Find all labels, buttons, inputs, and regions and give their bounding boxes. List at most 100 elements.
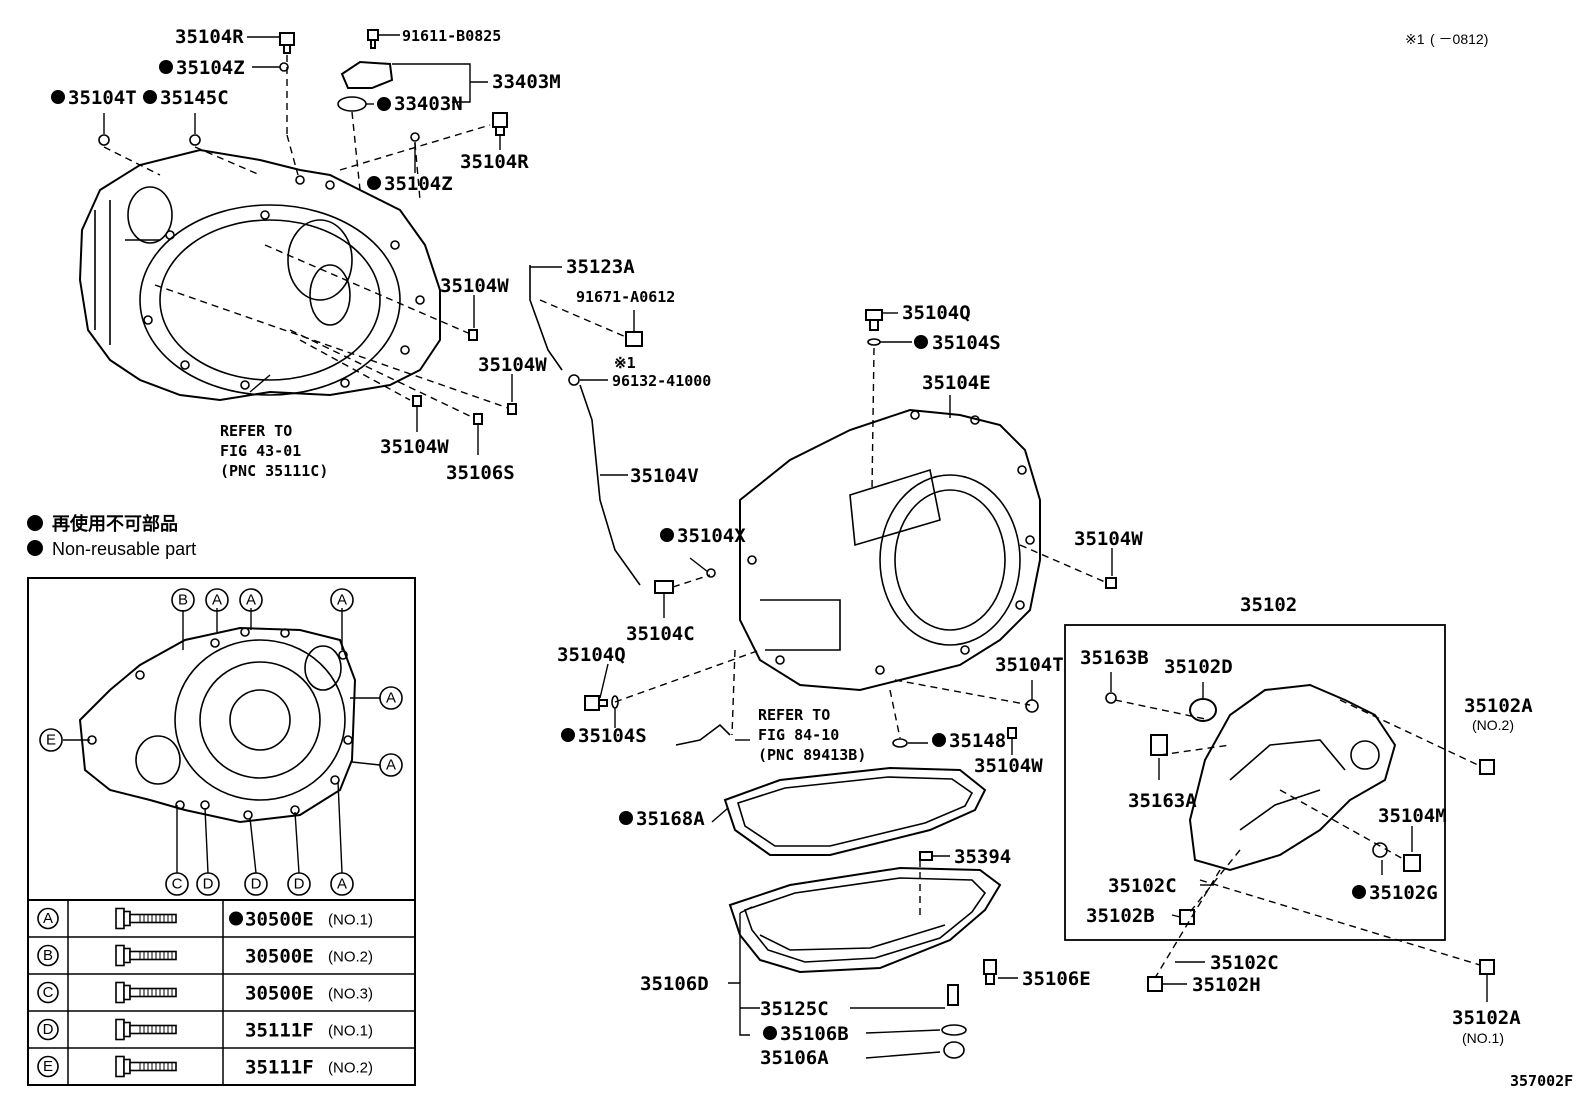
label-35104Q-left: 35104Q (557, 644, 626, 666)
refer-84-line3: (PNC 89413B) (758, 746, 866, 764)
label-35163A: 35163A (1128, 790, 1197, 812)
bolt-part-suffix: (NO.1) (328, 1023, 373, 1040)
inset-letter: B (178, 592, 188, 609)
inset-marker-C (165, 872, 189, 896)
inset-letter: D (294, 876, 305, 893)
inset-marker-A (379, 753, 403, 777)
bolt-part-number: 30500E (245, 909, 314, 931)
inset-marker-D (196, 872, 220, 896)
label-35102C-1: 35102C (1108, 875, 1177, 897)
non-reusable-dot (229, 911, 243, 926)
inset-letter: A (386, 757, 396, 774)
non-reusable-dot (932, 733, 946, 747)
bolt-table-row: C 30500E (NO.3) (28, 973, 415, 1005)
inset-marker-A (239, 588, 263, 612)
header-note-range: ( －0812) (1430, 31, 1488, 47)
label-91671: 91671-A0612 (576, 288, 675, 306)
bolt-table-row: B 30500E (NO.2) (28, 936, 415, 968)
inset-marker-B (171, 588, 195, 612)
label-35106B: 35106B (780, 1023, 849, 1045)
label-35102C-2: 35102C (1210, 952, 1279, 974)
inset-marker-A (205, 588, 229, 612)
label-35163B: 35163B (1080, 647, 1149, 669)
label-35104C: 35104C (626, 623, 695, 645)
non-reusable-dot (619, 811, 633, 825)
label-35102D: 35102D (1164, 656, 1233, 678)
label-35104R-right: 35104R (460, 151, 529, 173)
legend: 再使用不可部品 Non-reusable part (27, 513, 196, 559)
bolt-part-suffix: (NO.2) (328, 949, 373, 966)
label-35102G: 35102G (1369, 882, 1438, 904)
label-35102H: 35102H (1192, 974, 1261, 996)
label-35123A: 35123A (566, 256, 635, 278)
bolt-location-inset: B A A A A A E C D D D A (27, 577, 416, 1086)
bolt-part-suffix: (NO.2) (328, 1060, 373, 1077)
legend-english: Non-reusable part (52, 539, 196, 559)
label-35148: 35148 (949, 730, 1006, 752)
label-35125C: 35125C (760, 998, 829, 1020)
label-96132: 96132-41000 (612, 372, 711, 390)
bolt-part-number: 30500E (245, 983, 314, 1005)
header-note-marker: ※1 (1405, 31, 1425, 47)
bolt-letter-marker (37, 1018, 59, 1041)
legend-japanese: 再使用不可部品 (52, 513, 178, 534)
bolt-part-number: 30500E (245, 946, 314, 968)
part-labels: 35104R 91611-B0825 35104Z 33403M 35104T … (51, 26, 1533, 1069)
label-91611: 91611-B0825 (402, 27, 501, 45)
label-35102A-no1: 35102A (1452, 1007, 1521, 1029)
bolt-icon (115, 1018, 177, 1041)
bolt-icon (115, 944, 177, 967)
bolt-part-number: 35111F (245, 1057, 314, 1079)
label-35104S-left: 35104S (578, 725, 647, 747)
label-35106D: 35106D (640, 973, 709, 995)
bolt-letter: E (43, 1058, 53, 1075)
bolt-part-suffix: (NO.3) (328, 986, 373, 1003)
note-mark1: ※1 (614, 354, 636, 372)
bolt-table-frame (27, 899, 416, 1086)
inset-letter: E (46, 732, 56, 749)
label-35104W-2: 35104W (478, 354, 547, 376)
bolt-letter: B (43, 947, 53, 964)
bolt-letter-marker (37, 1055, 59, 1078)
label-35104E: 35104E (922, 372, 991, 394)
non-reusable-dot (1352, 885, 1366, 899)
refer-43-line3: (PNC 35111C) (220, 462, 328, 480)
inset-letter: A (337, 592, 347, 609)
oil-pan-drawing (728, 866, 1002, 974)
label-35104T-top: 35104T (68, 87, 137, 109)
leader-lines (103, 34, 1488, 1059)
label-35104W-3: 35104W (380, 436, 449, 458)
refer-84-line1: REFER TO (758, 706, 830, 724)
non-reusable-dot (660, 528, 674, 542)
label-35104Q-top: 35104Q (902, 302, 971, 324)
inset-marker-A (330, 872, 354, 896)
non-reusable-dot (159, 60, 173, 74)
bolt-part-number: 35111F (245, 1020, 314, 1042)
non-reusable-dot (561, 728, 575, 742)
inset-letter: A (337, 876, 347, 893)
inset-marker-E (39, 728, 63, 752)
bolt-letter-marker (37, 981, 59, 1004)
label-33403N: 33403N (394, 93, 463, 115)
label-35104W-5: 35104W (974, 755, 1043, 777)
label-35102B: 35102B (1086, 905, 1155, 927)
bolt-letter: C (43, 984, 54, 1001)
oil-pan-gasket-drawing (723, 766, 987, 856)
label-35106E: 35106E (1022, 968, 1091, 990)
refer-84-line2: FIG 84-10 (758, 726, 839, 744)
bolt-part-suffix: (NO.1) (328, 912, 373, 929)
inset-marker-A (330, 588, 354, 612)
non-reusable-dot (143, 90, 157, 104)
label-35394: 35394 (954, 846, 1011, 868)
label-35145C: 35145C (160, 87, 229, 109)
inset-letter: D (203, 876, 214, 893)
label-35104X: 35104X (677, 525, 746, 547)
label-35106S: 35106S (446, 462, 515, 484)
label-33403M: 33403M (492, 71, 561, 93)
inset-letter: A (386, 690, 396, 707)
non-reusable-dot (763, 1026, 777, 1040)
label-35104Z-top: 35104Z (176, 57, 245, 79)
